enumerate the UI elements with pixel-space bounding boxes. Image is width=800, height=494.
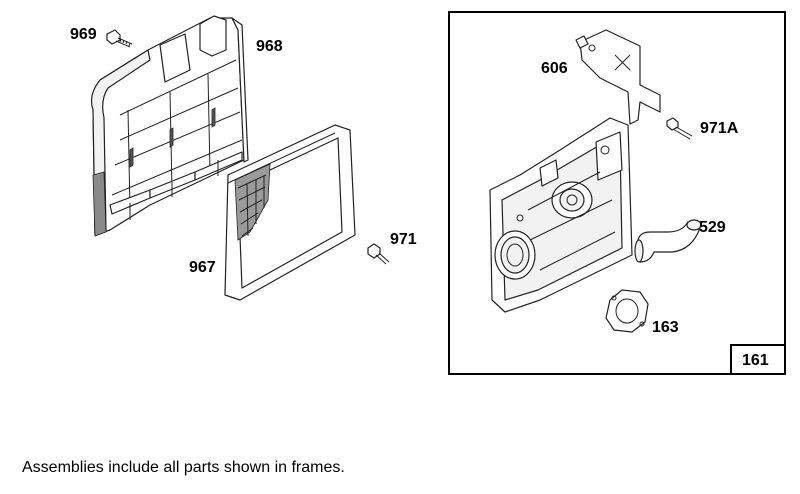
part-606-bracket[interactable] <box>575 29 661 125</box>
part-971a-screw[interactable] <box>666 117 693 140</box>
part-968-air-cleaner-cover[interactable] <box>90 15 249 237</box>
callout-969: 969 <box>70 26 97 43</box>
footer-note: Assemblies include all parts shown in fr… <box>22 459 345 476</box>
part-969-bolt[interactable] <box>106 29 133 48</box>
assembly-number: 161 <box>742 352 769 369</box>
part-967-air-filter[interactable] <box>224 124 356 301</box>
assembly-number-box <box>730 344 786 375</box>
callout-529: 529 <box>699 219 726 236</box>
callout-968: 968 <box>256 38 283 55</box>
part-529-elbow[interactable] <box>634 219 702 263</box>
callout-606: 606 <box>541 60 568 77</box>
callout-971a: 971A <box>700 120 739 137</box>
callout-971: 971 <box>390 231 417 248</box>
assembly-frame <box>448 11 786 375</box>
callout-163: 163 <box>652 319 679 336</box>
part-163-gasket[interactable] <box>605 289 649 333</box>
callout-967: 967 <box>189 259 216 276</box>
air-cleaner-base[interactable] <box>489 117 633 313</box>
part-971-screw[interactable] <box>367 243 390 265</box>
